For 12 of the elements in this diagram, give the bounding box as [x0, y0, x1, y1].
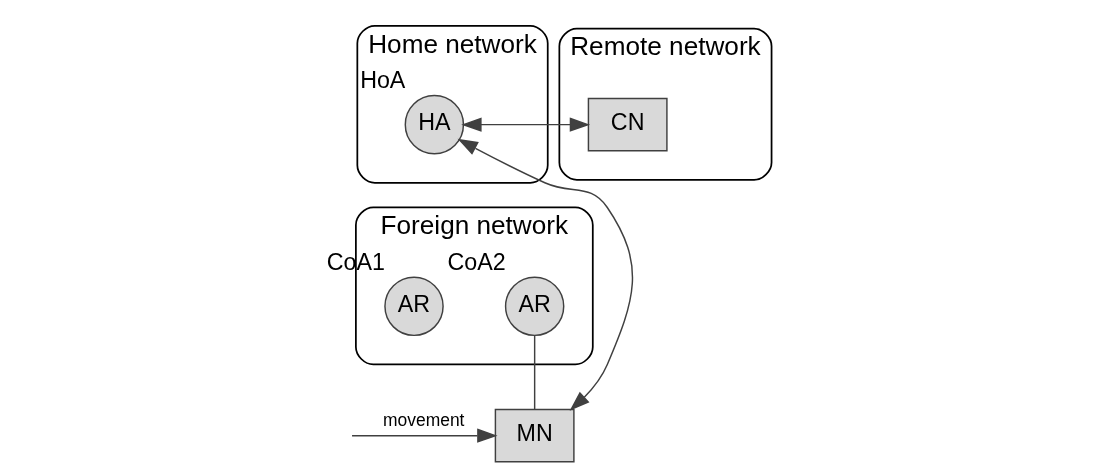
- node-label: HoA: [360, 67, 406, 94]
- node-circle: AR: [384, 276, 444, 337]
- edge-label: movement: [383, 410, 465, 431]
- arrow: [351, 428, 498, 443]
- node-circle: HA: [404, 94, 465, 155]
- node-box: CN: [587, 97, 668, 152]
- node-circle: AR: [504, 276, 565, 337]
- node-box: MN: [494, 408, 575, 463]
- arrow: [461, 117, 591, 132]
- node-label: CoA2: [447, 248, 506, 275]
- arrow: [457, 138, 634, 411]
- connector: [533, 335, 536, 410]
